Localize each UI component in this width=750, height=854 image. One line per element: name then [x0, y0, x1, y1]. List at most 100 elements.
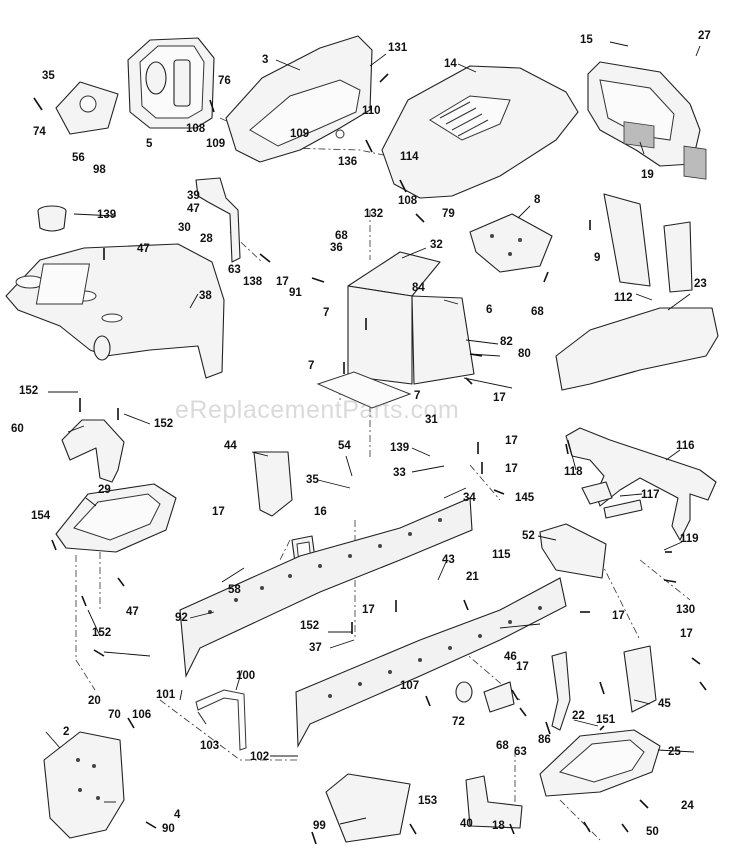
side-panel-part-3 — [225, 35, 373, 163]
callout-label: 72 — [452, 716, 465, 728]
callout-label: 106 — [132, 709, 152, 721]
callout-label: 82 — [500, 336, 513, 348]
callout-leader-lines — [45, 41, 701, 825]
callout-label: 27 — [698, 30, 711, 42]
bracket-part-43 — [253, 451, 293, 517]
callout-label: 115 — [492, 549, 511, 561]
callout-label: 70 — [108, 709, 121, 721]
callout-label: 56 — [72, 152, 85, 164]
callout-label: 145 — [515, 492, 535, 504]
callout-label: 7 — [414, 390, 421, 402]
callout-label: 98 — [93, 164, 106, 176]
callout-label: 36 — [330, 242, 343, 254]
callout-label: 32 — [430, 239, 443, 251]
callout-label: 112 — [614, 292, 633, 304]
fastener-bolts — [33, 73, 707, 845]
bracket-part-29 — [195, 177, 241, 263]
plate-part-54 — [55, 81, 119, 135]
callout-label: 23 — [694, 278, 707, 290]
callout-label: 102 — [250, 751, 270, 763]
callout-label: 43 — [442, 554, 455, 566]
assembly-centerlines — [75, 117, 691, 841]
callout-label: 35 — [306, 474, 319, 486]
plate-part-2 — [43, 731, 125, 839]
callout-label: 152 — [19, 385, 39, 397]
callout-label: 84 — [412, 282, 425, 294]
callout-label: 118 — [564, 466, 583, 478]
callout-label: 60 — [11, 423, 24, 435]
callout-label: 17 — [276, 276, 289, 288]
callout-label: 20 — [88, 695, 101, 707]
bracket-part-58 — [61, 419, 125, 483]
callout-label: 47 — [187, 203, 200, 215]
callout-label: 152 — [92, 627, 112, 639]
callout-label: 52 — [522, 530, 535, 542]
callout-label: 18 — [492, 820, 505, 832]
callout-label: 99 — [313, 820, 326, 832]
callout-label: 14 — [444, 58, 457, 70]
callout-label: 9 — [594, 252, 601, 264]
callout-label: 108 — [186, 123, 206, 135]
callout-label: 33 — [393, 467, 406, 479]
callout-label: 139 — [390, 442, 410, 454]
callout-label: 45 — [658, 698, 671, 710]
callout-label: 63 — [228, 264, 241, 276]
callout-label: 58 — [228, 584, 241, 596]
callout-label: 86 — [538, 734, 551, 746]
callout-label: 154 — [31, 510, 51, 522]
callout-label: 17 — [493, 392, 506, 404]
callout-label: 47 — [137, 243, 150, 255]
callout-label: 136 — [338, 156, 358, 168]
callout-label: 153 — [418, 795, 438, 807]
callout-label: 30 — [178, 222, 191, 234]
callout-label: 54 — [338, 440, 351, 452]
callout-label: 152 — [300, 620, 320, 632]
step-plate-part-28 — [55, 483, 177, 553]
callout-label: 3 — [262, 54, 269, 66]
callout-label: 37 — [309, 642, 322, 654]
callout-label: 91 — [289, 287, 302, 299]
callout-label: 76 — [218, 75, 231, 87]
callout-label: 131 — [388, 42, 408, 54]
callout-label: 50 — [646, 826, 659, 838]
callout-label: 116 — [676, 440, 695, 452]
callout-label: 17 — [505, 463, 518, 475]
frame-rail-part-1 — [295, 577, 567, 749]
bracket-part-44 — [623, 645, 657, 713]
callout-label: 114 — [400, 151, 419, 163]
callout-label: 19 — [641, 169, 654, 181]
fender-part-37 — [5, 243, 225, 379]
bracket-part-84 — [551, 651, 571, 731]
callout-label: 109 — [290, 128, 310, 140]
front-bumper-part-22 — [555, 307, 719, 391]
callout-label: 38 — [199, 290, 212, 302]
callout-label: 7 — [323, 307, 330, 319]
hood-part-14 — [381, 65, 579, 199]
callout-label: 17 — [362, 604, 375, 616]
callout-label: 100 — [236, 670, 256, 682]
callout-label: 92 — [175, 612, 188, 624]
callout-label: 44 — [224, 440, 237, 452]
mounting-plate-part-8 — [469, 213, 553, 273]
bracket-part-116 — [581, 481, 643, 519]
callout-label: 74 — [33, 126, 46, 138]
callout-label: 151 — [596, 714, 616, 726]
callout-label: 40 — [460, 818, 473, 830]
shield-part-98 — [325, 773, 411, 843]
callout-label: 6 — [486, 304, 493, 316]
callout-label: 24 — [681, 800, 694, 812]
callout-label: 7 — [308, 360, 315, 372]
watermark-text: eReplacementParts.com — [175, 396, 460, 424]
callout-label: 103 — [200, 740, 220, 752]
callout-label: 132 — [364, 208, 384, 220]
grille-housing-part-18 — [587, 61, 707, 180]
callout-label: 139 — [97, 209, 117, 221]
step-plate-part-24 — [539, 729, 661, 797]
callout-label: 119 — [680, 533, 699, 545]
dash-panel-part-6 — [316, 251, 475, 409]
callout-label: 90 — [162, 823, 175, 835]
callout-label: 107 — [400, 680, 420, 692]
callout-label: 4 — [174, 809, 181, 821]
washer-part-70 — [455, 681, 473, 703]
callout-label: 31 — [425, 414, 438, 426]
